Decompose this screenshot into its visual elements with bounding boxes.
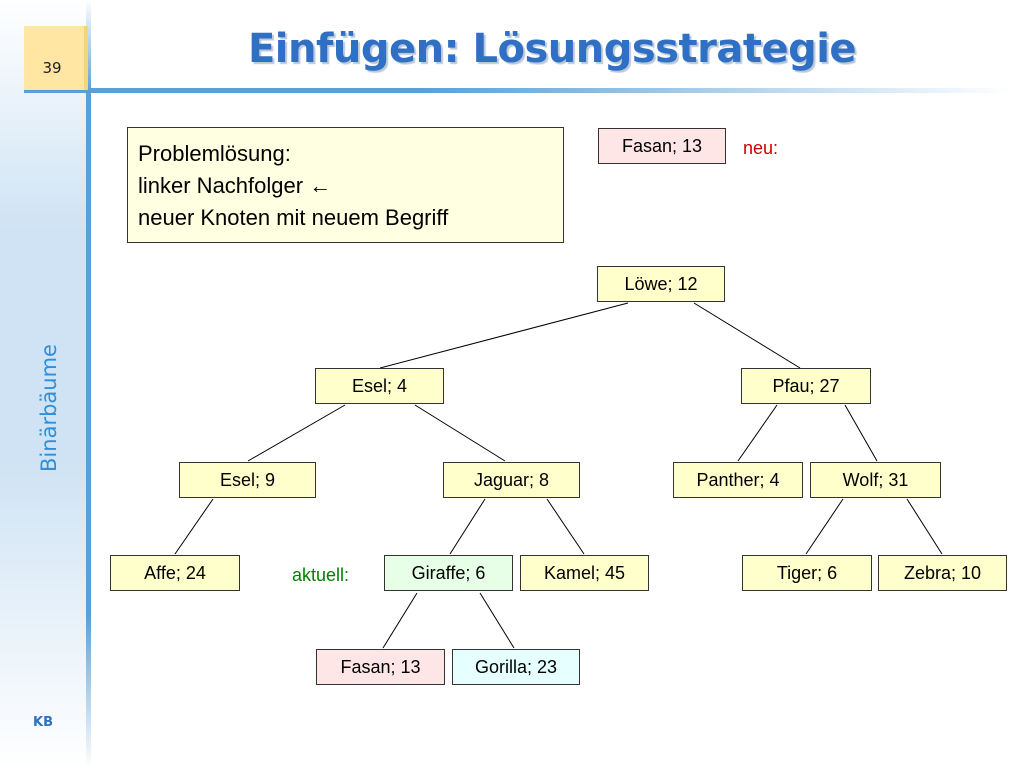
new-label: neu:	[743, 138, 779, 158]
page-number: 39	[42, 59, 62, 77]
edge-rr-rrl	[805, 498, 844, 555]
node-lrl: Giraffe; 6	[384, 555, 513, 591]
edge-l-ll	[247, 404, 346, 462]
problem-line-2: linker Nachfolger ←	[138, 173, 332, 198]
node-lll: Affe; 24	[110, 555, 240, 591]
node-root: Löwe; 12	[597, 266, 725, 302]
node-lr: Jaguar; 8	[443, 462, 580, 498]
node-rrl: Tiger; 6	[742, 555, 872, 591]
edge-root-l	[379, 302, 629, 369]
slide-title: Einfügen: Lösungsstrategie	[247, 26, 857, 72]
edge-r-rl	[737, 404, 778, 462]
problem-line-3: neuer Knoten mit neuem Begriff	[138, 205, 449, 230]
edge-lrl-lrll	[382, 592, 418, 649]
author-initials: KB	[33, 715, 53, 730]
edge-l-lr	[414, 404, 506, 462]
current-label: aktuell:	[292, 565, 350, 585]
vertical-divider	[86, 0, 91, 768]
problem-box: Problemlösung: linker Nachfolger ← neuer…	[127, 127, 564, 243]
new-node: Fasan; 13	[598, 128, 726, 164]
edge-lr-lrl	[449, 498, 486, 555]
node-ll: Esel; 9	[179, 462, 316, 498]
node-l: Esel; 4	[315, 368, 444, 404]
edge-lr-lrr	[546, 498, 585, 555]
edge-rr-rrr	[906, 498, 943, 555]
page-number-box: 39	[24, 26, 88, 90]
edge-lrl-lrlr	[479, 592, 515, 649]
node-rr: Wolf; 31	[810, 462, 941, 498]
node-lrr: Kamel; 45	[520, 555, 649, 591]
node-lrlr: Gorilla; 23	[452, 649, 580, 685]
problem-line-1: Problemlösung:	[138, 141, 291, 166]
node-r: Pfau; 27	[741, 368, 871, 404]
edge-root-r	[693, 302, 801, 369]
node-rl: Panther; 4	[673, 462, 803, 498]
horizontal-divider	[24, 88, 1014, 93]
edge-r-rr	[844, 404, 878, 462]
sidebar-background	[0, 0, 86, 768]
node-lrll: Fasan; 13	[316, 649, 445, 685]
node-rrr: Zebra; 10	[878, 555, 1007, 591]
edge-ll-lll	[174, 498, 214, 555]
